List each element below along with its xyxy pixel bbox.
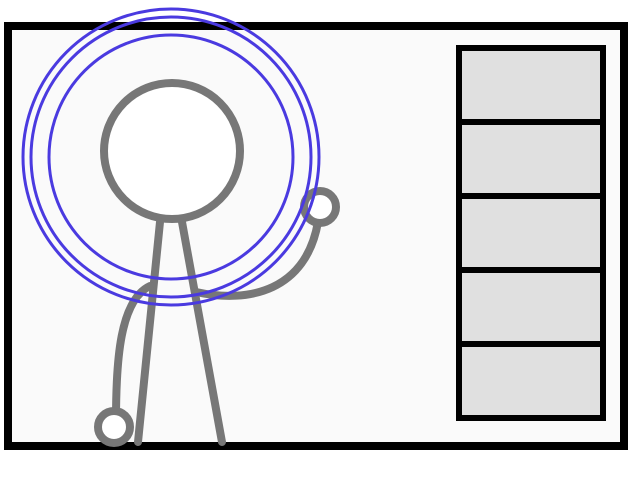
- panel-slot-3[interactable]: [462, 199, 600, 267]
- panel-slot-5[interactable]: [462, 347, 600, 415]
- panel-slot-4[interactable]: [462, 273, 600, 341]
- panel-slot-2[interactable]: [462, 125, 600, 193]
- panel-slot-1[interactable]: [462, 51, 600, 119]
- slot-panel: [456, 45, 606, 421]
